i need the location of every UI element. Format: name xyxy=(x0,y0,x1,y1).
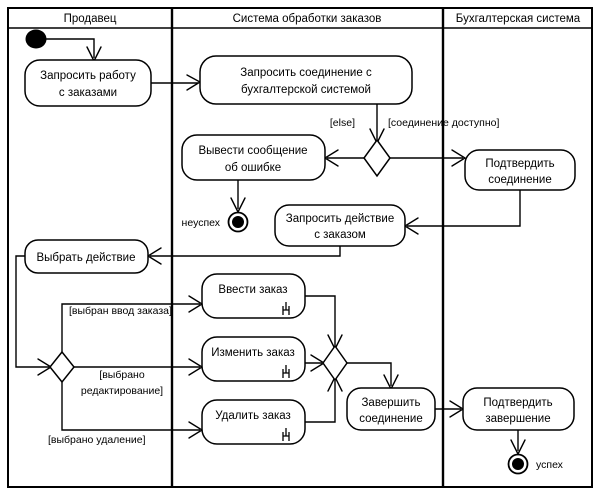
action-close-connection-shape[interactable] xyxy=(346,387,436,431)
action-confirm-connection[interactable]: Подтвердить соединение xyxy=(464,149,576,191)
action-delete-order[interactable]: Удалить заказ xyxy=(201,399,306,445)
action-enter-order-line1: Ввести заказ xyxy=(218,284,287,296)
action-edit-order[interactable]: Изменить заказ xyxy=(201,336,306,382)
rake-icon xyxy=(282,302,290,315)
action-request-connection-shape[interactable] xyxy=(199,55,413,105)
initial-node-dot xyxy=(25,29,47,49)
final-node-failure-dot xyxy=(232,216,244,228)
merge-node-orders[interactable] xyxy=(322,344,348,382)
lane-title-seller: Продавец xyxy=(64,13,117,25)
flow-choice-enter-order xyxy=(61,303,200,352)
decision-choice-diamond[interactable] xyxy=(49,350,75,384)
action-request-work-line2: с заказами xyxy=(59,87,117,99)
final-node-success: успех xyxy=(507,453,564,475)
label-failure: неуспех xyxy=(182,217,221,229)
flow-merge-to-close-conn xyxy=(347,362,392,386)
final-node-success-dot xyxy=(512,458,524,470)
initial-node xyxy=(25,29,47,49)
action-request-connection-line1: Запросить соединение с xyxy=(240,67,372,79)
action-confirm-close-shape[interactable] xyxy=(462,387,575,431)
action-delete-order-line1: Удалить заказ xyxy=(215,410,291,422)
action-delete-order-shape[interactable] xyxy=(201,399,306,445)
lane-title-order-system: Система обработки заказов xyxy=(233,13,382,25)
action-show-error-shape[interactable] xyxy=(181,134,326,181)
action-request-connection-line2: бухгалтерской системой xyxy=(241,84,371,96)
action-confirm-connection-shape[interactable] xyxy=(464,149,576,191)
action-request-work[interactable]: Запросить работу с заказами xyxy=(24,59,152,107)
flow-enter-order-to-merge xyxy=(305,295,336,346)
action-request-order-action-shape[interactable] xyxy=(274,204,406,247)
action-edit-order-shape[interactable] xyxy=(201,336,306,382)
guard-connection-available: [соединение доступно] xyxy=(388,117,500,129)
diagram-border xyxy=(7,7,593,488)
flow-confirm-conn-to-request-action xyxy=(407,190,521,227)
guard-labels: [else] [соединение доступно] [выбран вво… xyxy=(48,117,500,446)
guard-delete-selected: [выбрано удаление] xyxy=(48,434,146,446)
action-choose-action-shape[interactable] xyxy=(24,239,149,274)
action-request-work-line1: Запросить работу xyxy=(40,70,136,82)
final-node-failure: неуспех xyxy=(182,211,249,233)
label-success: успех xyxy=(536,459,564,471)
action-confirm-close-line1: Подтвердить xyxy=(483,397,552,409)
action-confirm-close[interactable]: Подтвердить завершение xyxy=(462,387,575,431)
action-confirm-connection-line1: Подтвердить xyxy=(485,158,554,170)
decision-connection[interactable] xyxy=(363,138,391,178)
merge-node-orders-diamond[interactable] xyxy=(322,344,348,382)
action-edit-order-line1: Изменить заказ xyxy=(211,347,295,359)
swimlane-frame xyxy=(7,7,593,488)
decision-choice[interactable] xyxy=(49,350,75,384)
flow-request-action-to-choose-action xyxy=(150,246,341,257)
flow-choose-action-to-decision-choice xyxy=(15,255,49,368)
action-show-error-line2: об ошибке xyxy=(225,162,281,174)
action-request-work-shape[interactable] xyxy=(24,59,152,107)
action-enter-order-shape[interactable] xyxy=(201,273,306,319)
flow-delete-order-to-merge xyxy=(305,380,336,423)
rake-icon xyxy=(282,428,290,441)
action-close-connection-line1: Завершить xyxy=(361,397,420,409)
action-close-connection-line2: соединение xyxy=(359,413,422,425)
action-choose-action[interactable]: Выбрать действие xyxy=(24,239,149,274)
action-show-error[interactable]: Вывести сообщение об ошибке xyxy=(181,134,326,181)
lane-titles: Продавец Система обработки заказов Бухга… xyxy=(64,13,581,25)
flow-initial-to-request-work xyxy=(46,38,95,58)
action-request-connection[interactable]: Запросить соединение с бухгалтерской сис… xyxy=(199,55,413,105)
rake-icon xyxy=(282,365,290,378)
action-request-order-action-line2: с заказом xyxy=(314,229,366,241)
arrowhead-confirm-conn xyxy=(451,149,467,167)
action-confirm-close-line2: завершение xyxy=(485,413,550,425)
decision-connection-diamond[interactable] xyxy=(363,138,391,178)
guard-order-input-selected: [выбран ввод заказа] xyxy=(69,305,172,317)
lane-title-accounting-system: Бухгалтерская система xyxy=(456,13,581,25)
action-show-error-line1: Вывести сообщение xyxy=(198,145,307,157)
flow-choice-delete-order xyxy=(61,382,200,431)
action-request-order-action[interactable]: Запросить действие с заказом xyxy=(274,204,406,247)
action-enter-order[interactable]: Ввести заказ xyxy=(201,273,306,319)
action-request-order-action-line1: Запросить действие xyxy=(286,213,394,225)
action-close-connection[interactable]: Завершить соединение xyxy=(346,387,436,431)
guard-edit-selected-line1: [выбрано xyxy=(99,369,145,381)
guard-edit-selected-line2: редактирование] xyxy=(81,385,163,397)
action-confirm-connection-line2: соединение xyxy=(488,174,551,186)
action-choose-action-line1: Выбрать действие xyxy=(37,252,136,264)
guard-else: [else] xyxy=(330,117,355,129)
